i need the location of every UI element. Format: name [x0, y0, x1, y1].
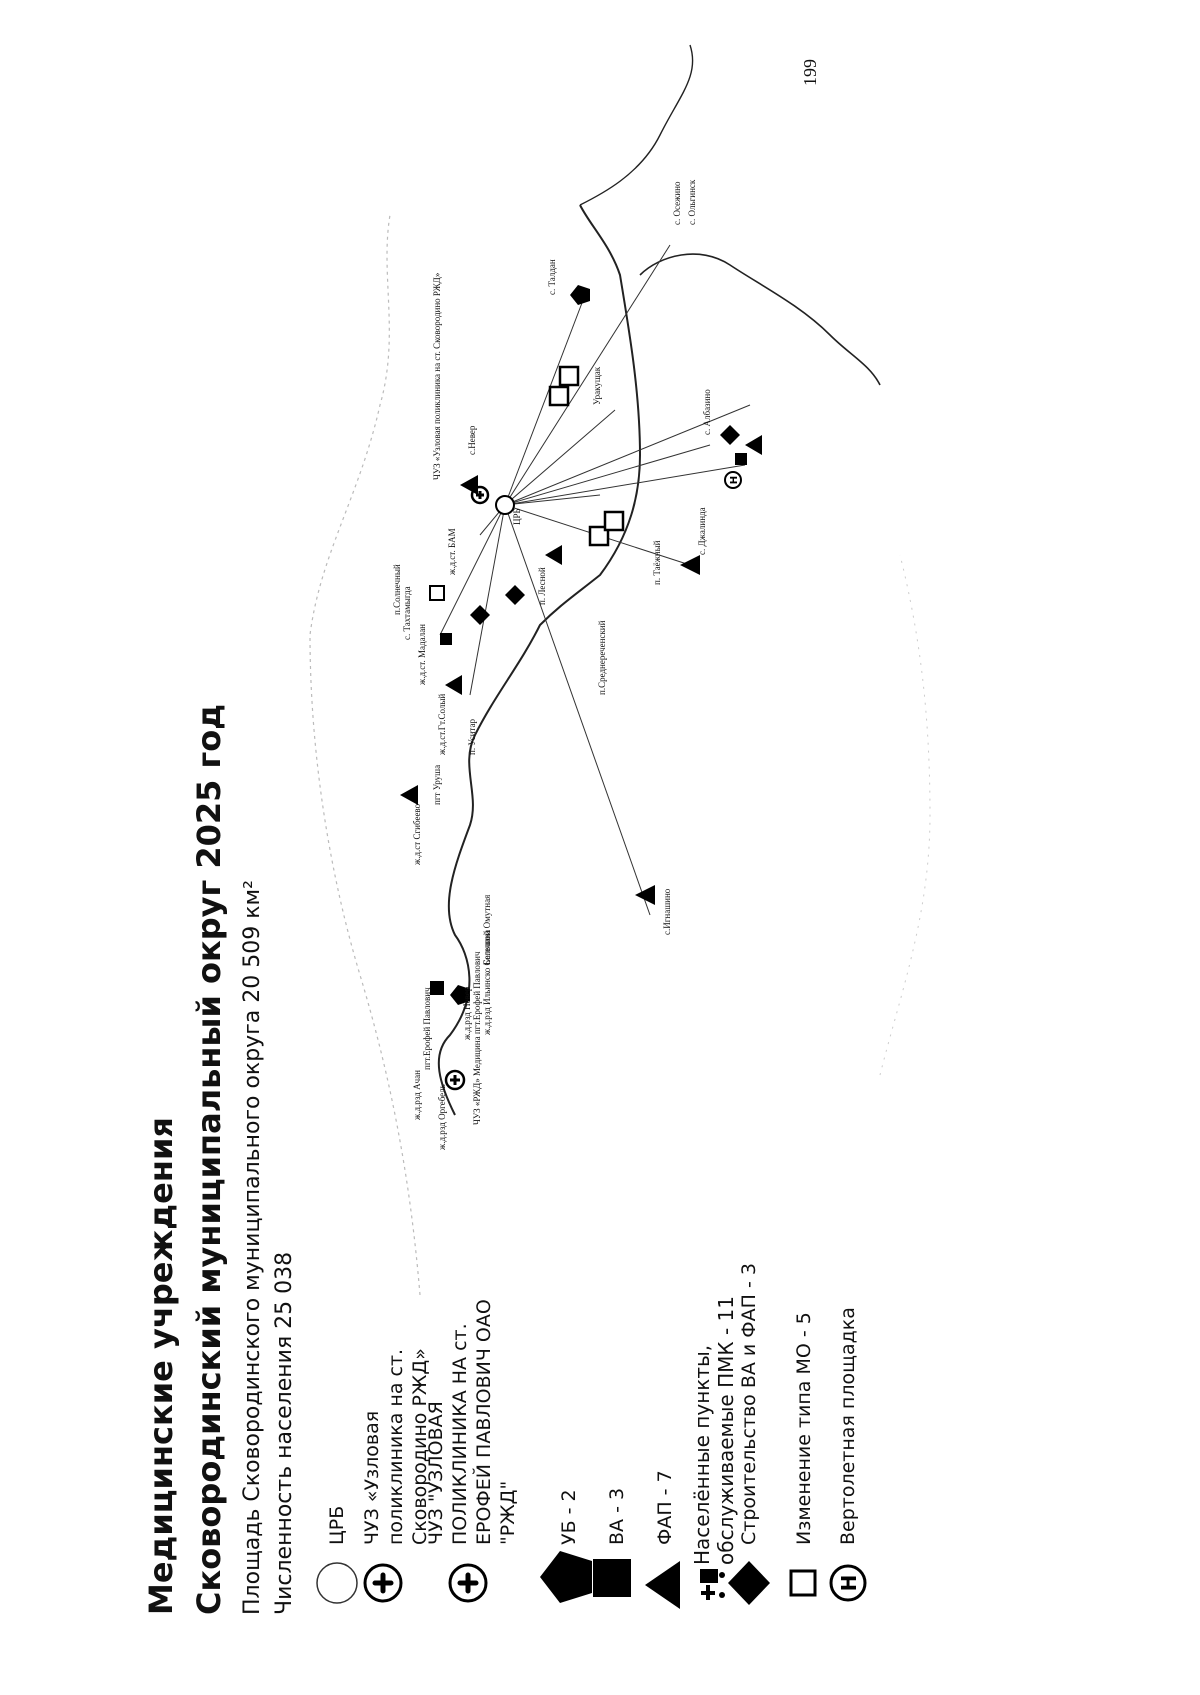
va-marker-2: [440, 633, 452, 645]
ub-pentagon-icon: [540, 1551, 592, 1603]
map-label-madalan: ж.д.ст. Мадалан: [417, 624, 427, 686]
map-label-srednerechensky: п.Среднереченский: [597, 620, 607, 695]
south-border: [879, 554, 931, 1076]
fap-marker-3: [545, 545, 562, 565]
type-change-marker-2: [558, 365, 580, 387]
va-marker-1: [430, 981, 444, 995]
type-change-square-icon: [789, 1569, 817, 1597]
map-label-orgebel: ж.д.рзд Оргебель: [437, 1084, 447, 1151]
ub-marker-1: [570, 285, 590, 305]
svg-text:H: H: [729, 476, 740, 484]
crb-circle-icon: [316, 1562, 358, 1604]
map-label-dzhalinda: с. Джалинда: [697, 507, 707, 555]
map-label-sgibeevo: ж.д.ст Сгибеево: [412, 803, 422, 866]
pmk-car-icon: [700, 1569, 725, 1600]
svg-text:H: H: [837, 1575, 861, 1592]
map-label-bolshoy-omutnaya: Большой Омутная: [482, 895, 492, 965]
map-label-urusha: пгт Уруша: [432, 765, 442, 805]
construction-marker-3: [720, 425, 740, 445]
crb-marker: [495, 495, 515, 515]
fap-marker-2: [680, 555, 700, 575]
va-square-icon: [593, 1559, 631, 1597]
type-change-marker-1: [548, 385, 570, 407]
fap-marker-7: [745, 435, 762, 455]
type-change-marker-4: [603, 510, 625, 532]
map-label-ignashino: с.Игнашино: [662, 888, 672, 935]
amur-river: [437, 204, 642, 1116]
map-label-gt-soly: ж.д.ст.Гт.Солый: [437, 694, 447, 756]
fap-marker-1: [635, 885, 655, 905]
south-coast: [639, 253, 881, 386]
map-label-lesnoy: п. Лесной: [537, 567, 547, 605]
type-change-marker-5: [429, 585, 445, 601]
map-label-takhtamygda: с. Тахтамыгда: [402, 586, 412, 640]
fap-marker-6: [445, 675, 462, 695]
map-label-albazino: с. Албазино: [702, 389, 712, 435]
map-label-ilyinsko: ж.д.рзд Ильинско Сегечина: [482, 930, 492, 1036]
fap-triangle-icon: [645, 1561, 680, 1609]
map-label-chuz-skovorodino: ЧУЗ «Узловая поликлиника на ст. Сковород…: [432, 273, 442, 480]
map-label-achan: ж.д.рзд Ачан: [412, 1070, 422, 1121]
helipad-marker: [724, 471, 742, 489]
map-label-never: с.Невер: [467, 425, 477, 455]
map-label-osezhino: с. Осежино: [672, 181, 682, 225]
fap-marker-4: [460, 475, 478, 495]
fap-marker-5: [400, 785, 418, 805]
map-label-olginsk: с. Ольгинск: [687, 179, 697, 225]
legend-symbols: H: [316, 1551, 867, 1609]
map-label-taldan: с. Талдан: [547, 259, 557, 295]
map-labels: ж.д.рзд Ачан ж.д.рзд Оргебель пгт.Ерофей…: [392, 179, 712, 1151]
map-label-crb: ЦРБ: [512, 508, 522, 525]
map-label-erofey: пгт.Ерофей Павлович: [422, 987, 432, 1070]
map-label-bam: ж.д.ст. БАМ: [447, 528, 457, 576]
construction-marker-1: [470, 605, 490, 625]
connection-lines: [439, 244, 751, 916]
helipad-icon: [829, 1564, 867, 1602]
map-label-solnechny: п.Солнечный: [392, 564, 402, 615]
ub-marker-2: [450, 985, 470, 1005]
north-border: [309, 214, 421, 1296]
va-marker-3: [735, 453, 747, 465]
type-change-marker-3: [588, 525, 610, 547]
map-label-usitar: п. Уситар: [467, 719, 477, 755]
map-label-chuz-erofey: ЧУЗ «РЖД» Медицина пгт.Ерофей Павлович: [472, 951, 482, 1125]
construction-diamond-icon: [728, 1561, 770, 1605]
construction-marker-2: [505, 585, 525, 605]
map-label-taezhny: п. Таёжный: [652, 540, 662, 585]
map-label-urakushchak: Уракущак: [592, 366, 602, 405]
map-label-never-rzd: ж.д.рзд Невер: [462, 986, 472, 1041]
east-border: [579, 44, 694, 206]
